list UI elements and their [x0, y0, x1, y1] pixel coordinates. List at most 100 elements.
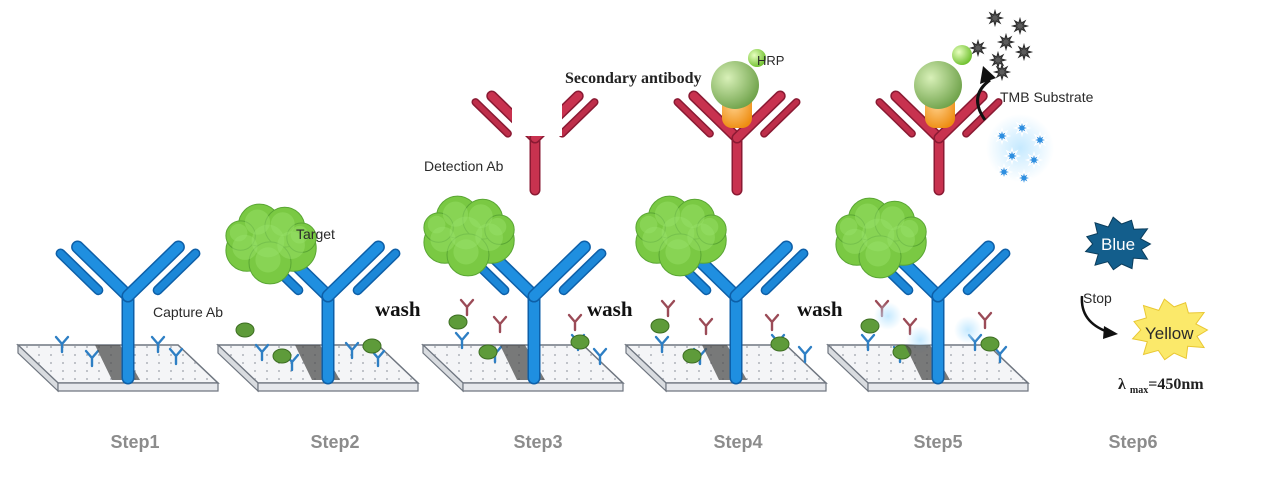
capture-ab-label: Capture Ab — [153, 304, 224, 320]
small-antibody-icon — [459, 298, 475, 317]
target-blob — [484, 214, 515, 245]
ab-arm-outer — [876, 99, 915, 137]
plate-front — [462, 382, 624, 392]
tmb-star-icon-2 — [996, 32, 1016, 52]
small-antibody-icon — [654, 335, 670, 354]
target-highlight — [854, 203, 881, 229]
ab-arm-outer — [674, 99, 713, 137]
antigen-leaf-icon — [770, 336, 790, 352]
ab-arm — [323, 242, 384, 301]
ab-arm-outer — [964, 249, 1009, 294]
stop-label: Stop — [1083, 290, 1112, 306]
step-1-label: Step1 — [110, 432, 160, 452]
small-antibody-icon — [168, 347, 184, 366]
ab-arm-outer — [560, 249, 605, 294]
small-antibody-icon — [454, 331, 470, 350]
small-antibody-icon — [660, 299, 676, 318]
target-highlight — [475, 223, 503, 252]
step-2-label: Step2 — [310, 432, 360, 452]
step2-antigen-0 — [235, 322, 255, 338]
reaction-arrowhead-icon — [980, 66, 996, 84]
small-antibody-icon — [344, 341, 360, 360]
target-highlight — [900, 219, 919, 238]
capture-small-ab-2 — [150, 335, 166, 354]
small-antibody-icon — [84, 349, 100, 368]
small-antibody-icon — [764, 313, 780, 332]
target-highlight — [244, 209, 271, 235]
capture-small-ab-1 — [84, 349, 100, 368]
target-highlight — [255, 247, 281, 273]
antigen-leaf-icon — [980, 336, 1000, 352]
ab-arm — [733, 92, 785, 142]
target-highlight — [861, 218, 895, 252]
target-highlight — [453, 239, 479, 265]
target-highlight — [687, 223, 715, 252]
ab-arm-outer — [154, 249, 199, 294]
plate-front — [867, 382, 1029, 392]
target-highlight — [449, 216, 483, 250]
step4-small-ab-3 — [797, 345, 813, 364]
stop-arrowhead-icon — [1103, 326, 1118, 339]
blue-product-star-icon-5 — [994, 162, 1014, 182]
target-blob — [896, 216, 927, 247]
target-blob — [446, 233, 490, 277]
target-antigen-icon-5 — [835, 197, 927, 279]
target-blob — [835, 214, 866, 245]
glow-2 — [954, 316, 982, 344]
target-highlight — [427, 215, 446, 234]
plate-front — [257, 382, 419, 392]
target-highlight — [661, 216, 695, 250]
target-highlight — [277, 231, 305, 260]
yellow-label: Yellow — [1145, 324, 1194, 343]
tmb-star-icon-1 — [1010, 16, 1030, 36]
tmb-star-icon-0 — [985, 8, 1005, 28]
small-antibody-icon — [150, 335, 166, 354]
step2-antigen-2 — [362, 338, 382, 354]
ab-arm-outer — [761, 99, 800, 137]
step3-detect-small-1 — [492, 315, 508, 334]
small-antibody-icon — [860, 333, 876, 352]
step4-detect-small-0 — [660, 299, 676, 318]
target-blob — [225, 220, 256, 251]
target-highlight — [468, 204, 493, 229]
step3-small-ab-3 — [592, 347, 608, 366]
lambda-symbol: λ — [1118, 376, 1126, 393]
step-3-label: Step3 — [513, 432, 563, 452]
small-antibody-icon — [54, 335, 70, 354]
target-blob — [658, 233, 702, 277]
blue-product-star-icon-6 — [1014, 168, 1034, 188]
step-4-label: Step4 — [713, 432, 763, 452]
wash-label-1: wash — [375, 297, 421, 321]
capture-antibody-icon-1 — [55, 240, 201, 385]
antigen-leaf-icon — [362, 338, 382, 354]
ab-arm — [891, 92, 943, 142]
secondary-antibody-label: Secondary antibody — [565, 70, 702, 87]
step4-detect-small-2 — [764, 313, 780, 332]
target-label: Target — [296, 226, 335, 242]
target-highlight — [665, 239, 691, 265]
antigen-leaf-icon — [478, 344, 498, 360]
target-highlight — [270, 212, 295, 237]
step-6-label: Step6 — [1108, 432, 1158, 452]
ab-arm — [689, 92, 741, 142]
small-antibody-icon — [254, 343, 270, 362]
target-highlight — [442, 201, 469, 227]
antigen-leaf-icon — [235, 322, 255, 338]
step4-small-ab-0 — [654, 335, 670, 354]
step5-detect-small-2 — [977, 311, 993, 330]
target-highlight — [887, 225, 915, 254]
target-blob — [286, 222, 317, 253]
step4-antigen-2 — [770, 336, 790, 352]
detection-ab-label: Detection Ab — [424, 158, 504, 174]
step3-detect-small-0 — [459, 298, 475, 317]
ab-arm — [731, 242, 792, 301]
small-antibody-icon — [492, 315, 508, 334]
plate-icon-1 — [16, 343, 220, 393]
blue-product-star-icon-0 — [992, 126, 1012, 146]
ab-arm — [529, 242, 590, 301]
step4-detect-small-1 — [698, 317, 714, 336]
target-antigen-icon-2 — [225, 203, 317, 285]
lambda-subscript: max — [1129, 385, 1149, 396]
